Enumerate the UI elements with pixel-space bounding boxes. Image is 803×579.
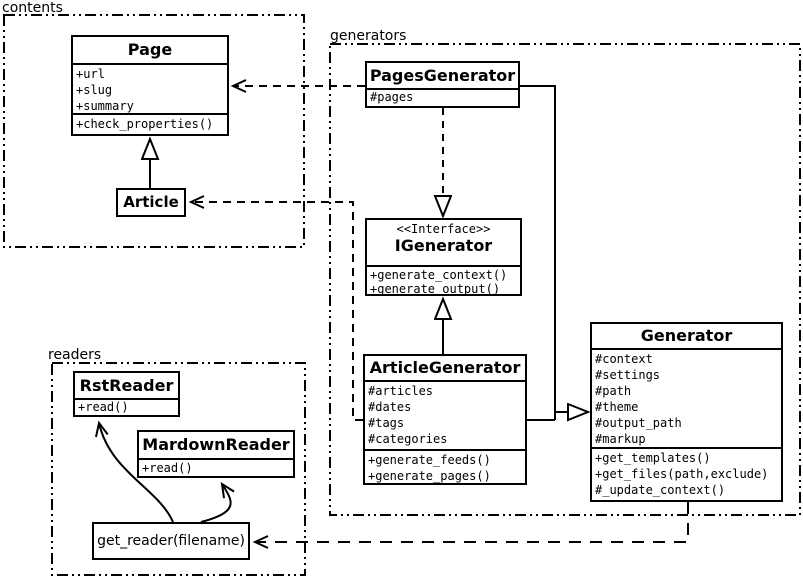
class-igenerator-methods: +generate_context() +generate_output() xyxy=(367,265,520,296)
edge-getreader-to-rstreader xyxy=(95,420,174,523)
attribute: #categories xyxy=(368,432,448,446)
class-generator-attributes: #context #settings #path #theme #output_… xyxy=(592,348,781,447)
method: +generate_context() xyxy=(370,268,508,282)
class-page-title: Page xyxy=(127,40,173,59)
class-rstreader-title: RstReader xyxy=(79,376,174,395)
class-mardownreader: MardownReader +read() xyxy=(137,430,295,478)
class-igenerator-stereotype: <<Interface>> xyxy=(396,222,491,236)
method: +read() xyxy=(78,400,129,414)
class-generator-methods: +get_templates() +get_files(path,exclude… xyxy=(592,447,781,500)
attribute: #context xyxy=(595,352,653,366)
method: +generate_pages() xyxy=(368,469,491,483)
class-articlegenerator: ArticleGenerator #articles #dates #tags … xyxy=(363,354,527,485)
method: +check_properties() xyxy=(76,117,214,131)
class-rstreader-methods: +read() xyxy=(75,398,178,415)
class-article-title: Article xyxy=(123,193,179,211)
method: +generate_feeds() xyxy=(368,453,491,467)
class-articlegenerator-attributes: #articles #dates #tags #categories xyxy=(365,380,525,449)
method: +generate_output() xyxy=(370,282,501,296)
method: +get_files(path,exclude) xyxy=(595,467,769,481)
edge-generator-to-getreader xyxy=(252,502,689,549)
method: +read() xyxy=(142,461,193,475)
package-label-readers: readers xyxy=(48,347,102,363)
attribute: #theme xyxy=(595,400,639,414)
class-igenerator: <<Interface>> IGenerator +generate_conte… xyxy=(365,218,522,296)
class-pagesgenerator-attributes: #pages xyxy=(367,88,518,106)
node-get-reader-label: get_reader(filename) xyxy=(97,533,245,549)
method: #_update_context() xyxy=(595,483,726,497)
attribute: #markup xyxy=(595,432,646,446)
attribute: #pages xyxy=(370,90,414,104)
class-igenerator-title: IGenerator xyxy=(394,236,493,255)
class-articlegenerator-methods: +generate_feeds() +generate_pages() xyxy=(365,449,525,483)
package-border-generators xyxy=(329,43,801,516)
class-page: Page +url +slug +summary +check_properti… xyxy=(71,35,229,136)
attribute: +slug xyxy=(76,83,113,97)
class-pagesgenerator-title: PagesGenerator xyxy=(369,66,516,85)
package-border-contents xyxy=(3,14,305,248)
attribute: #output_path xyxy=(595,416,682,430)
class-mardownreader-title: MardownReader xyxy=(142,435,290,454)
class-page-attributes: +url +slug +summary xyxy=(73,63,227,113)
edge-pagesgenerator-to-generator xyxy=(520,85,556,420)
class-mardownreader-methods: +read() xyxy=(139,458,293,476)
class-rstreader: RstReader +read() xyxy=(73,371,180,417)
attribute: #articles xyxy=(368,384,434,398)
package-label-generators: generators xyxy=(330,28,407,44)
edge-getreader-to-mardownreader xyxy=(200,481,235,523)
edge-articlegenerator-to-article xyxy=(188,195,363,421)
class-page-methods: +check_properties() xyxy=(73,113,227,134)
attribute: #tags xyxy=(368,416,405,430)
package-label-contents: contents xyxy=(2,0,63,16)
class-generator-title: Generator xyxy=(640,326,733,345)
method: +get_templates() xyxy=(595,451,711,465)
attribute: #path xyxy=(595,384,632,398)
attribute: #dates xyxy=(368,400,412,414)
attribute: +summary xyxy=(76,99,134,113)
node-get-reader: get_reader(filename) xyxy=(92,522,250,560)
class-pagesgenerator: PagesGenerator #pages xyxy=(365,61,520,108)
class-articlegenerator-title: ArticleGenerator xyxy=(369,358,521,377)
class-article: Article xyxy=(116,188,186,217)
attribute: +url xyxy=(76,67,105,81)
class-generator: Generator #context #settings #path #them… xyxy=(590,322,783,502)
attribute: #settings xyxy=(595,368,661,382)
package-border-readers xyxy=(51,362,306,576)
